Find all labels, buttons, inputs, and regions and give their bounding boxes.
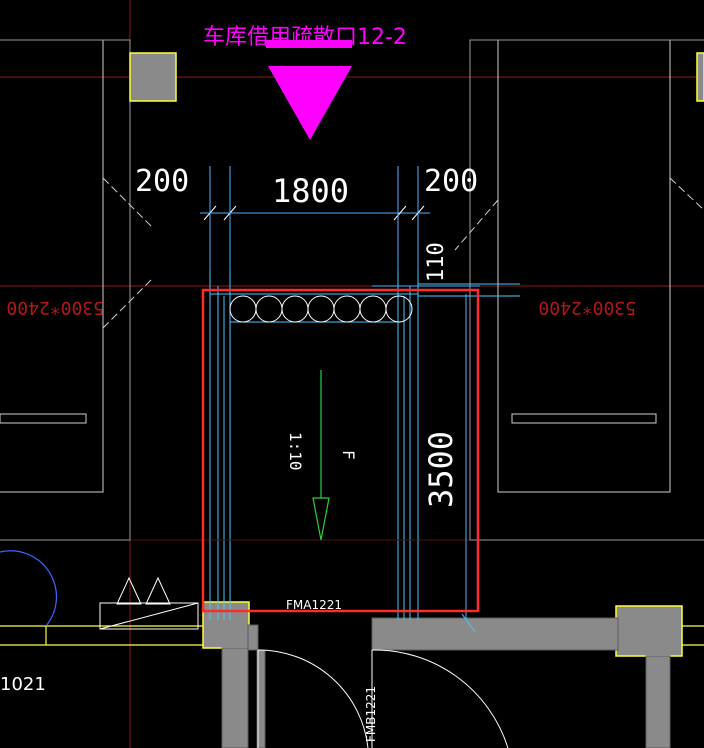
parking-label-left: 5300*2400 xyxy=(6,297,104,318)
marker-triangle xyxy=(268,66,352,140)
walls xyxy=(221,617,671,748)
slope-arrow-head xyxy=(312,497,330,541)
dim-width-1800: 1800 xyxy=(272,172,349,210)
marker-bar xyxy=(266,40,352,48)
dim-right-200: 200 xyxy=(424,164,478,199)
evacuation-exit-marker: 车库借用疏散口12-2 xyxy=(203,25,407,140)
evacuation-exit-title: 车库借用疏散口12-2 xyxy=(203,25,407,50)
dim-small-110: 110 xyxy=(424,242,449,282)
structural-columns xyxy=(129,52,704,657)
dim-height-3500: 3500 xyxy=(422,431,460,508)
parking-labels: 5300*2400 5300*2400 xyxy=(6,297,636,318)
insulation-circle xyxy=(385,295,413,323)
dimension-lines xyxy=(200,166,480,620)
door-label-fma: FMA1221 xyxy=(286,598,342,612)
door-label-left: 1021 xyxy=(0,674,46,695)
equipment-symbol xyxy=(99,576,199,630)
parking-label-right: 5300*2400 xyxy=(538,297,636,318)
insulation-circles-row xyxy=(229,295,413,323)
left-door-swing xyxy=(0,550,58,645)
right-door-swing xyxy=(257,649,509,748)
dimension-texts: 200 200 1800 3500 110 xyxy=(135,164,478,508)
dim-left-200: 200 xyxy=(135,164,189,199)
door-labels: FMA1221 FMB1221 1021 xyxy=(0,598,378,742)
door-label-fmb: FMB1221 xyxy=(364,686,378,742)
slope-ratio-label: 1:10 xyxy=(286,432,305,471)
yellow-wall-lines xyxy=(0,625,704,646)
slope-indicator: 1:10 F xyxy=(286,370,358,541)
highlight-selection-box xyxy=(201,288,480,613)
slope-mark-label: F xyxy=(339,450,358,460)
left-parking-bay xyxy=(0,39,154,541)
